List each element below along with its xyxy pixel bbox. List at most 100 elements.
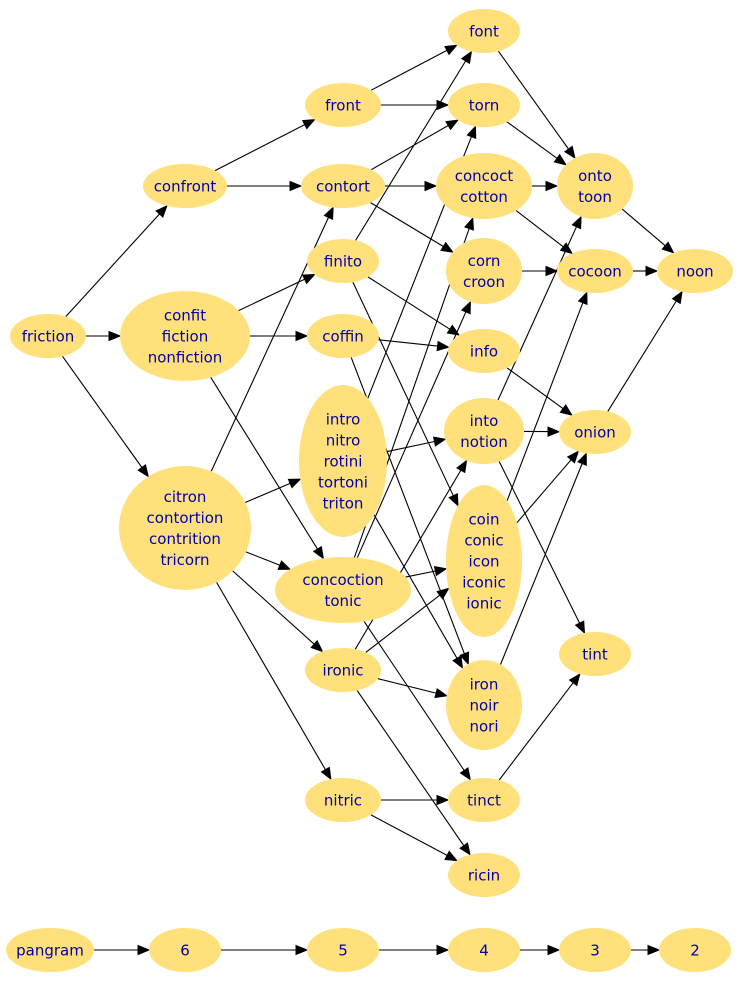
edge-line bbox=[516, 459, 572, 524]
node-label: toon bbox=[578, 188, 612, 206]
arrowhead-icon bbox=[647, 944, 661, 956]
edge-confit-to-coffin bbox=[250, 330, 309, 342]
node-shape bbox=[559, 928, 631, 972]
arrowhead-icon bbox=[661, 241, 675, 254]
edge-line bbox=[245, 551, 281, 566]
arrowhead-icon bbox=[287, 478, 302, 489]
arrowhead-icon bbox=[577, 291, 588, 306]
arrowhead-icon bbox=[466, 125, 477, 140]
node-shape bbox=[448, 928, 520, 972]
edge-onto-to-noon bbox=[621, 208, 675, 254]
edge-finito-to-info bbox=[367, 276, 461, 336]
edge-layer bbox=[62, 44, 683, 956]
arrowhead-icon bbox=[444, 850, 458, 862]
edge-line bbox=[377, 678, 437, 694]
edge-confit-to-finito bbox=[238, 273, 316, 312]
node-label: 6 bbox=[180, 942, 190, 960]
edge-concoct-to-onto bbox=[532, 180, 559, 192]
arrowhead-icon bbox=[574, 620, 586, 635]
edge-front-to-font bbox=[370, 44, 458, 91]
arrowhead-icon bbox=[545, 265, 559, 277]
edge-finito-to-coin bbox=[352, 281, 459, 507]
edge-contort-to-torn bbox=[371, 119, 459, 171]
node-label: noon bbox=[676, 263, 713, 281]
node-label: icon bbox=[468, 553, 499, 571]
arrowhead-icon bbox=[295, 944, 309, 956]
arrowhead-icon bbox=[440, 241, 454, 253]
node-label: tricorn bbox=[160, 551, 209, 569]
edge-line bbox=[370, 814, 448, 856]
node-label: coffin bbox=[322, 328, 363, 346]
edge-line bbox=[238, 278, 305, 312]
node-shape bbox=[305, 648, 381, 692]
node-onto: onto toon bbox=[557, 153, 633, 219]
node-label: 4 bbox=[479, 942, 489, 960]
node-shape bbox=[275, 557, 411, 623]
node-label: 3 bbox=[590, 942, 600, 960]
node-n4: 4 bbox=[448, 928, 520, 972]
node-info: info bbox=[448, 329, 520, 373]
node-label: citron bbox=[164, 488, 207, 506]
node-shape bbox=[559, 410, 631, 454]
edge-line bbox=[497, 226, 578, 401]
edge-into-to-onion bbox=[523, 426, 561, 437]
edge-line bbox=[498, 682, 574, 781]
node-torn: torn bbox=[448, 83, 520, 127]
node-cocoon: cocoon bbox=[557, 249, 633, 293]
arrowhead-icon bbox=[444, 44, 458, 56]
arrowhead-icon bbox=[289, 180, 303, 192]
node-shape bbox=[446, 238, 522, 304]
arrowhead-icon bbox=[459, 842, 471, 856]
edge-line bbox=[367, 276, 451, 330]
node-label: ironic bbox=[322, 662, 363, 680]
arrowhead-icon bbox=[460, 300, 471, 315]
edge-tinct-to-tint bbox=[498, 672, 581, 781]
node-label: confront bbox=[154, 178, 217, 196]
node-label: tonic bbox=[325, 592, 362, 610]
arrowhead-icon bbox=[460, 50, 473, 65]
edge-front-to-torn bbox=[381, 99, 450, 111]
edge-citron-to-intro bbox=[244, 478, 302, 504]
node-shape bbox=[307, 239, 379, 283]
edge-citron-to-nitric bbox=[216, 582, 332, 781]
node-label: finito bbox=[324, 253, 362, 271]
arrowhead-icon bbox=[445, 119, 459, 131]
edge-font-to-onto bbox=[497, 50, 576, 160]
arrowhead-icon bbox=[459, 767, 472, 781]
edge-line bbox=[210, 377, 318, 550]
edge-nitric-to-tinct bbox=[381, 794, 450, 806]
node-n3: 3 bbox=[559, 928, 631, 972]
node-shape bbox=[307, 928, 379, 972]
node-label: 5 bbox=[338, 942, 348, 960]
node-shape bbox=[448, 329, 520, 373]
edge-line bbox=[497, 50, 569, 150]
arrowhead-icon bbox=[559, 404, 573, 416]
edge-line bbox=[356, 690, 465, 847]
node-label: contrition bbox=[149, 530, 221, 548]
node-label: friction bbox=[22, 328, 75, 346]
edge-contort-to-concoct bbox=[385, 180, 438, 192]
node-label: onto bbox=[578, 167, 612, 185]
node-noon: noon bbox=[657, 249, 733, 293]
node-label: cotton bbox=[460, 188, 508, 206]
arrowhead-icon bbox=[310, 639, 324, 653]
edge-line bbox=[62, 355, 143, 468]
edge-friction-to-confront bbox=[65, 204, 168, 317]
edge-nitric-to-ricin bbox=[370, 814, 458, 862]
node-shape bbox=[301, 164, 385, 208]
arrowhead-icon bbox=[155, 204, 168, 218]
edge-intro-to-into bbox=[386, 436, 447, 453]
edge-friction-to-citron bbox=[62, 355, 150, 478]
node-label: onion bbox=[574, 424, 616, 442]
node-n5: 5 bbox=[307, 928, 379, 972]
edge-pangram-to-n6 bbox=[94, 944, 151, 956]
node-label: into bbox=[470, 412, 499, 430]
arrowhead-icon bbox=[434, 687, 449, 699]
node-label: iron bbox=[470, 676, 499, 694]
node-shape bbox=[448, 778, 520, 822]
